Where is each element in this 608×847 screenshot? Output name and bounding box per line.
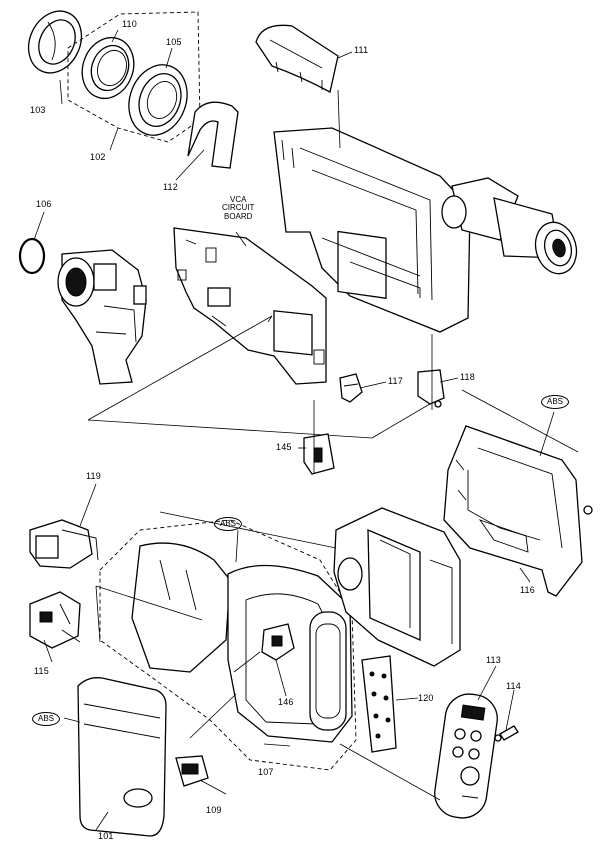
part-145-connector [303, 433, 335, 475]
label-117: 117 [388, 376, 403, 386]
label-116: 116 [520, 585, 535, 595]
label-106: 106 [36, 199, 52, 209]
label-103: 103 [30, 105, 46, 115]
part-116-chassis-frame [443, 425, 593, 597]
label-109: 109 [206, 805, 222, 815]
label-120: 120 [418, 693, 434, 703]
part-112-band [187, 101, 239, 169]
label-145: 145 [276, 442, 292, 452]
label-101: 101 [98, 831, 114, 841]
part-side-grip [131, 542, 231, 673]
part-106-o-ring [18, 237, 46, 275]
part-120-control-board [361, 655, 397, 753]
group-107-boundary [99, 519, 357, 771]
part-ccd-lens-block [57, 249, 147, 385]
part-103-lens-cap [27, 10, 83, 74]
part-114-screw [494, 725, 519, 742]
vca-label-line3: BOARD [224, 211, 253, 221]
part-107-front-housing [227, 564, 353, 743]
label-112: 112 [163, 182, 178, 192]
part-camera-main-body [273, 127, 471, 333]
part-109-button [175, 755, 209, 787]
leader-lines [33, 29, 579, 831]
label-115: 115 [34, 666, 49, 676]
part-146-switch [261, 623, 295, 661]
part-vca-circuit-board [173, 227, 327, 385]
part-119-jack-block [29, 519, 99, 569]
label-102: 102 [90, 152, 106, 162]
part-101-side-cover [77, 677, 167, 837]
part-111-top-cover [255, 24, 339, 93]
part-113-remote-control [434, 693, 498, 819]
vca-label-line2: CIRCUIT [222, 203, 255, 213]
part-110-filter-ring [81, 36, 135, 100]
label-110: 110 [122, 19, 137, 29]
label-113: 113 [486, 655, 501, 665]
label-119: 119 [86, 471, 101, 481]
part-105-lens-ring [128, 64, 188, 136]
abs-badge-left: ABS [32, 712, 61, 726]
part-tape-mechanism [333, 507, 461, 667]
part-118-bracket [417, 369, 445, 408]
label-118: 118 [460, 372, 475, 382]
vca-label-line1: VCA [230, 195, 247, 204]
board-outline [87, 315, 441, 439]
label-105: 105 [166, 37, 182, 47]
label-146: 146 [278, 697, 294, 707]
label-111: 111 [354, 45, 369, 55]
abs-badge-mid: ABS [214, 517, 243, 531]
label-107: 107 [258, 767, 274, 777]
abs-badge-top: ABS [541, 395, 570, 409]
vca-circuit-board-label: VCA CIRCUIT BOARD [222, 195, 255, 221]
label-114: 114 [506, 681, 521, 691]
part-117-bracket [339, 373, 363, 403]
part-115-jack-block [29, 591, 81, 649]
group-102-boundary [67, 11, 201, 143]
part-lens-barrel [441, 177, 578, 275]
